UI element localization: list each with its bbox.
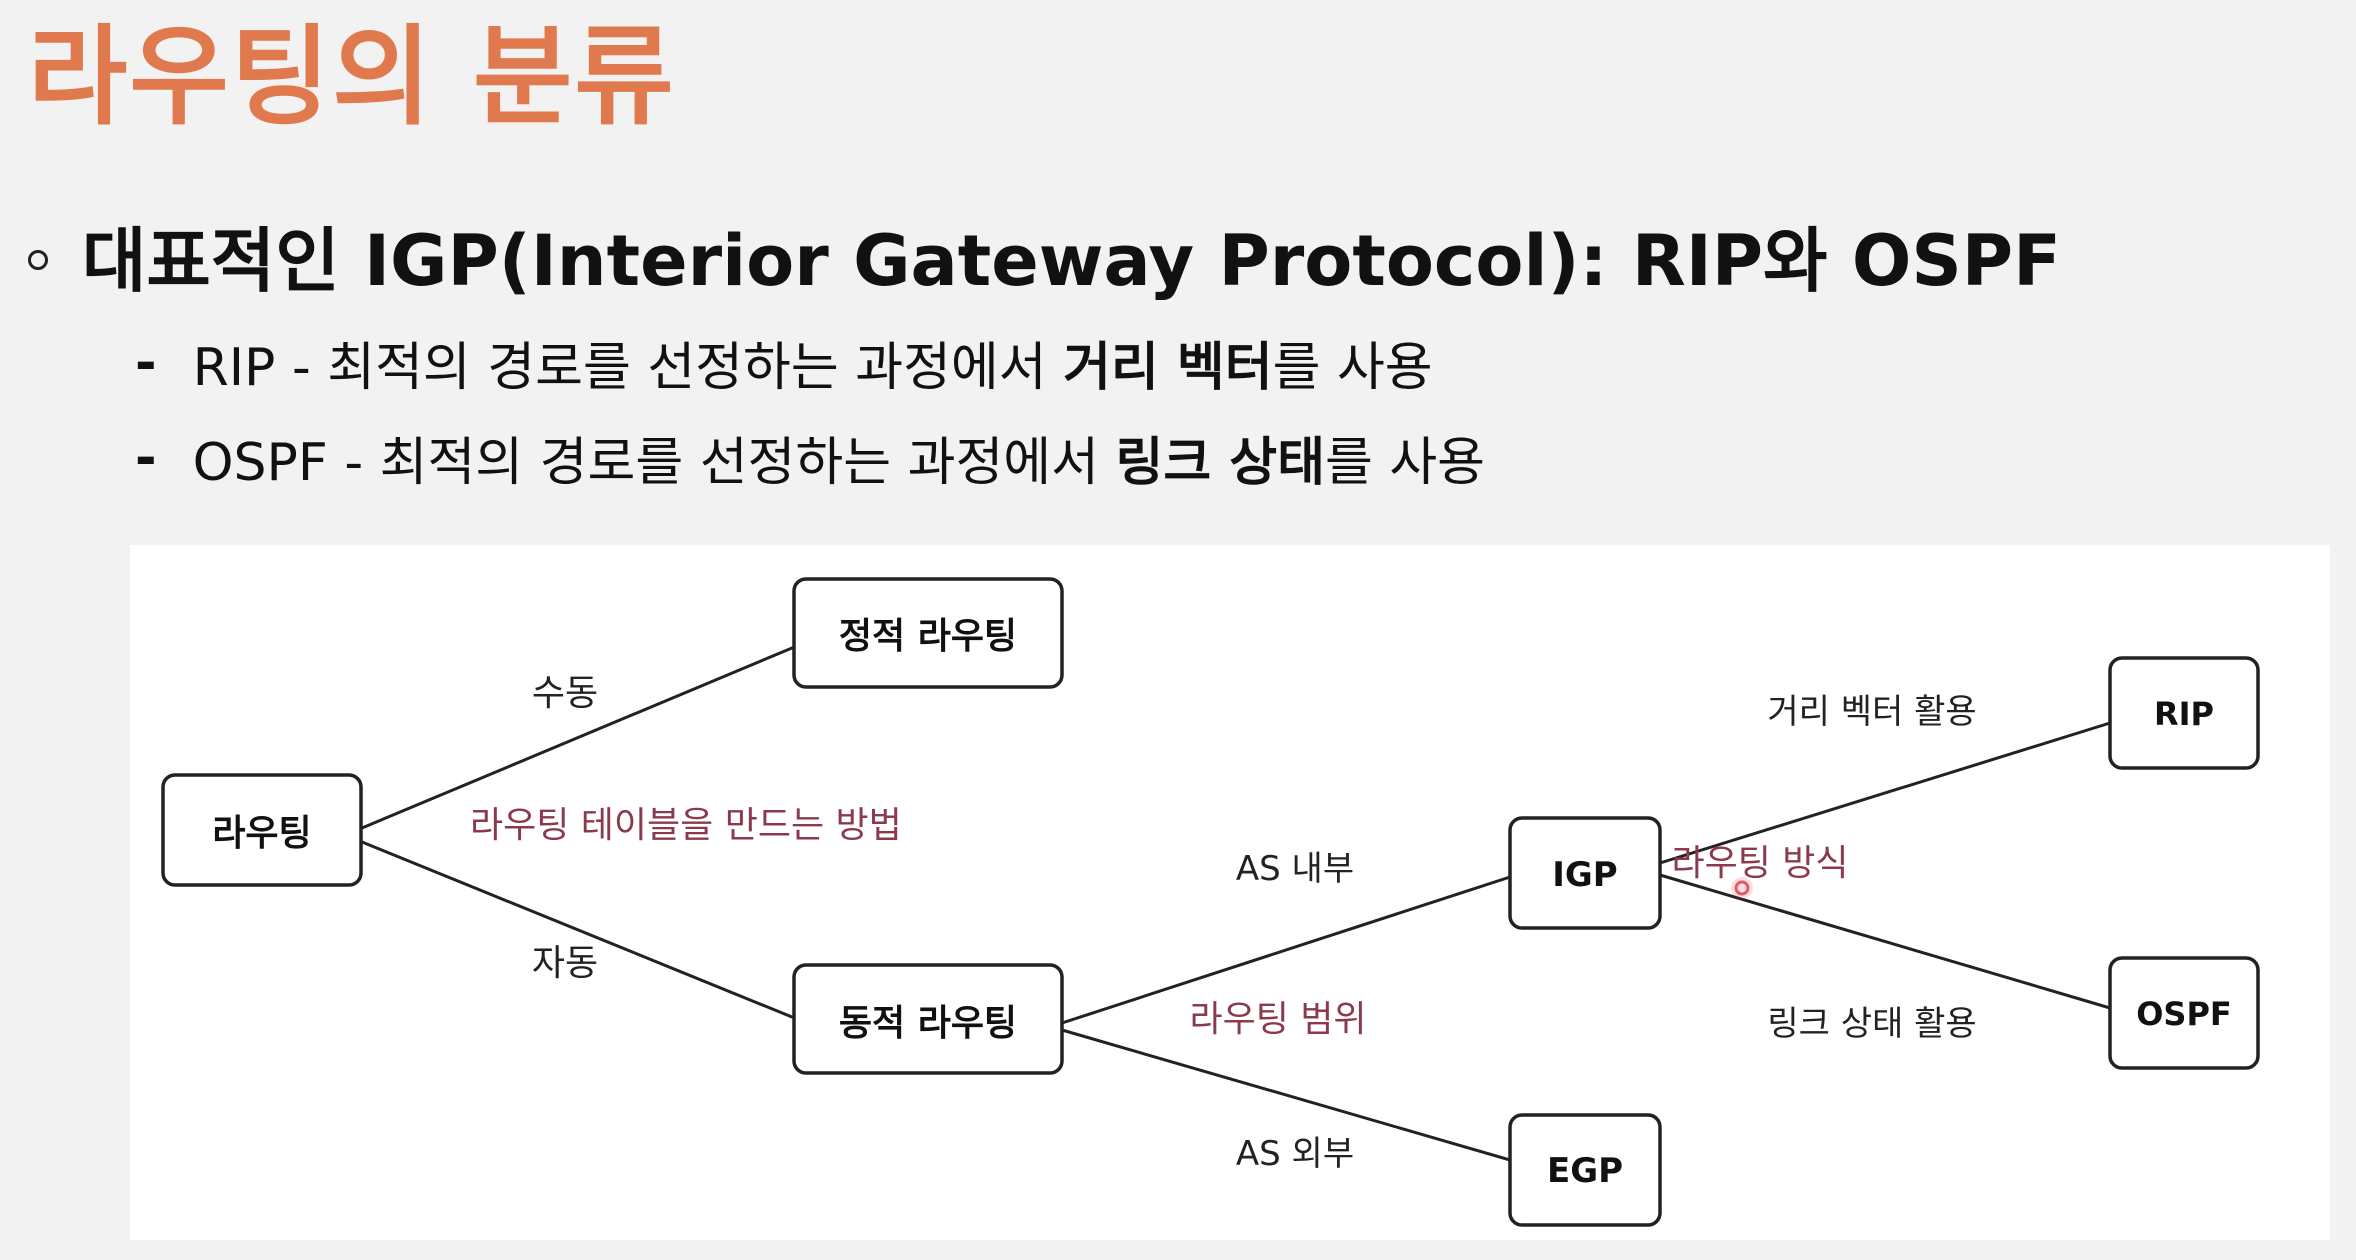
slide-title: 라우팅의 분류 <box>28 15 676 140</box>
node-static-box <box>792 577 1064 689</box>
sub-bullet-prefix: OSPF - 최적의 경로를 선정하는 과정에서 <box>192 433 1116 493</box>
routing-diagram-panel: 라우팅 정적 라우팅 동적 라우팅 IGP EGP RIP OSPF 수동 자동… <box>130 545 2330 1240</box>
edge-routing-static <box>360 646 794 830</box>
routing-diagram: 라우팅 정적 라우팅 동적 라우팅 IGP EGP RIP OSPF 수동 자동… <box>161 577 2260 1227</box>
sub-bullet-suffix: 를 사용 <box>1324 433 1486 493</box>
node-dynamic-label: 동적 라우팅 <box>839 1003 1017 1044</box>
category-label-scope: 라우팅 범위 <box>1189 999 1366 1040</box>
node-egp-label: EGP <box>1547 1151 1623 1191</box>
edge-label-auto: 자동 <box>532 943 598 984</box>
dash: - <box>135 332 157 393</box>
node-igp-box <box>1508 816 1662 930</box>
node-igp-label: IGP <box>1552 855 1617 895</box>
edge-dynamic-egp <box>1060 1028 1512 1162</box>
edge-label-distance-vector: 거리 벡터 활용 <box>1767 692 1976 732</box>
edge-label-as-inside: AS 내부 <box>1236 849 1354 889</box>
category-label-table-method: 라우팅 테이블을 만드는 방법 <box>470 805 902 846</box>
dash: - <box>135 427 157 488</box>
edge-label-link-state: 링크 상태 활용 <box>1767 1004 1976 1044</box>
node-dynamic-box <box>792 963 1064 1075</box>
node-ospf-box <box>2108 956 2260 1070</box>
node-egp-box <box>1508 1113 1662 1227</box>
main-bullet-text: 대표적인 IGP(Interior Gateway Protocol): RIP… <box>82 220 2061 302</box>
node-static-label: 정적 라우팅 <box>839 616 1017 657</box>
edge-routing-dynamic <box>360 840 794 1019</box>
category-label-method: 라우팅 방식 <box>1671 843 1848 884</box>
edge-dynamic-igp <box>1060 875 1512 1025</box>
pointer-dot-icon <box>1734 880 1750 896</box>
node-rip-label: RIP <box>2154 695 2214 733</box>
edge-label-as-outside: AS 외부 <box>1236 1134 1354 1174</box>
edge-label-manual: 수동 <box>532 673 598 714</box>
sub-bullet-bold: 링크 상태 <box>1115 433 1325 493</box>
node-routing-label: 라우팅 <box>212 813 311 854</box>
sub-bullet-suffix: 를 사용 <box>1272 338 1433 398</box>
sub-bullet-prefix: RIP - 최적의 경로를 선정하는 과정에서 <box>192 338 1064 398</box>
edge-igp-rip <box>1658 721 2112 865</box>
sub-bullet-bold: 거리 벡터 <box>1063 338 1273 398</box>
node-ospf-label: OSPF <box>2136 995 2232 1033</box>
pointer-glow-icon <box>1731 877 1753 899</box>
bullet-circle-icon <box>28 249 48 270</box>
edge-igp-ospf <box>1658 873 2112 1010</box>
node-rip-box <box>2108 656 2260 770</box>
main-bullet: 대표적인 IGP(Interior Gateway Protocol): RIP… <box>28 205 2061 306</box>
node-routing-box <box>161 773 363 887</box>
